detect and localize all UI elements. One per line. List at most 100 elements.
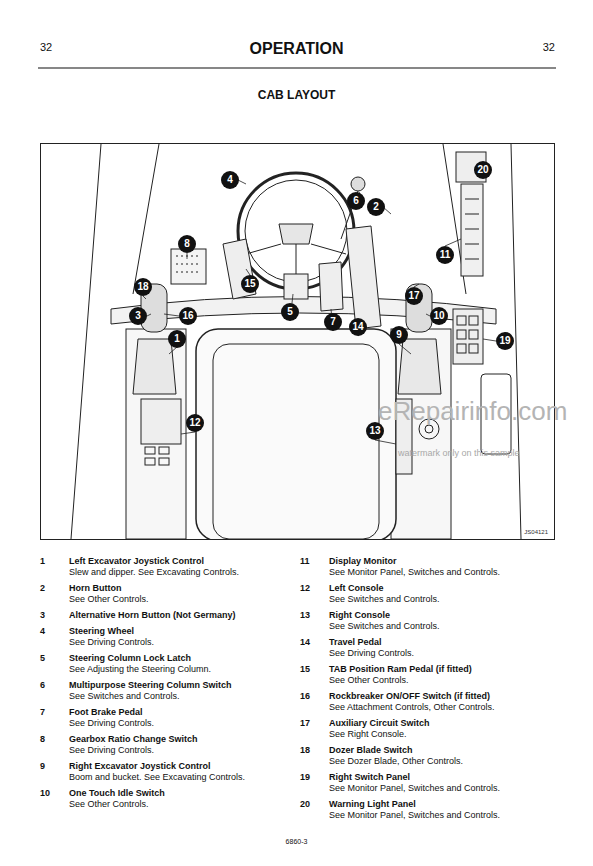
legend-item: One Touch Idle Switch [69,788,165,799]
legend-number: 10 [40,788,50,799]
callout-number: 18 [134,278,152,296]
legend-reference: See Driving Controls. [69,718,154,729]
callout-text: 17 [408,290,419,301]
legend-item: Dozer Blade Switch [329,745,413,756]
legend-item: Alternative Horn Button (Not Germany) [69,610,236,621]
callout-text: 11 [440,249,451,260]
legend-reference: See Driving Controls. [69,637,154,648]
legend-item: Rockbreaker ON/OFF Switch (if fitted) [329,691,490,702]
legend-number: 16 [300,691,310,702]
legend-item: TAB Position Ram Pedal (if fitted) [329,664,472,675]
legend-item: Foot Brake Pedal [69,707,143,718]
page-heading: OPERATION [0,40,593,58]
figure-number: JS04121 [524,529,548,535]
callout-number: 11 [436,246,454,264]
legend-number: 1 [40,556,45,567]
callout-number: 20 [474,161,492,179]
legend-item: Display Monitor [329,556,397,567]
legend-reference: See Attachment Controls, Other Controls. [329,702,495,713]
legend-number: 3 [40,610,45,621]
legend-reference: See Other Controls. [69,594,149,605]
legend-item: Right Excavator Joystick Control [69,761,211,772]
legend-item: Travel Pedal [329,637,382,648]
illustration-frame: JS041211234567891011121314151617181920 [40,143,555,540]
legend-number: 20 [300,799,310,810]
callout-text: 3 [135,310,141,321]
legend-reference: See Other Controls. [329,675,409,686]
legend-reference: See Switches and Controls. [69,691,180,702]
legend-reference: See Switches and Controls. [329,621,440,632]
callout-number: 16 [179,307,197,325]
legend-number: 15 [300,664,310,675]
callout-number: 14 [349,318,367,336]
callout-text: 15 [244,278,255,289]
legend-number: 11 [300,556,310,567]
callout-text: 4 [227,174,233,185]
legend-reference: See Driving Controls. [69,745,154,756]
callout-number: 8 [178,235,196,253]
callout-number: 3 [129,307,147,325]
legend-reference: See Dozer Blade, Other Controls. [329,756,463,767]
legend-number: 5 [40,653,45,664]
legend-reference: See Monitor Panel, Switches and Controls… [329,783,500,794]
legend-number: 9 [40,761,45,772]
legend-item: Left Console [329,583,384,594]
page-number: 32 [40,42,52,53]
footer-code: 6860-3 [286,836,308,847]
legend-reference: See Monitor Panel, Switches and Controls… [329,567,500,578]
callout-text: 12 [189,417,200,428]
callout-number: 2 [367,198,385,216]
legend-number: 7 [40,707,45,718]
callout-number: 17 [405,287,423,305]
legend-item: Warning Light Panel [329,799,416,810]
callout-number: 5 [281,303,299,321]
callout-text: 20 [477,164,488,175]
callout-number: 4 [221,171,239,189]
callout-number: 10 [430,307,448,325]
cab-illustration [41,144,554,539]
legend-item: Left Excavator Joystick Control [69,556,204,567]
callout-text: 13 [369,425,380,436]
callout-number: 6 [347,192,365,210]
section-heading: CAB LAYOUT [258,90,336,101]
legend-reference: See Other Controls. [69,799,149,810]
legend-reference: See Driving Controls. [329,648,414,659]
callout-text: 18 [137,281,148,292]
callout-text: 16 [182,310,193,321]
page-number: 32 [543,42,555,53]
legend-item: Gearbox Ratio Change Switch [69,734,198,745]
legend-number: 19 [300,772,310,783]
legend-reference: See Right Console. [329,729,407,740]
watermark-note: watermark only on this sample [398,448,520,459]
legend-item: Right Switch Panel [329,772,410,783]
legend-number: 18 [300,745,310,756]
legend-number: 6 [40,680,45,691]
legend-reference: See Monitor Panel, Switches and Controls… [329,810,500,821]
callout-text: 10 [433,310,444,321]
watermark: eRepairinfo.com [378,396,567,426]
legend-item: Horn Button [69,583,121,594]
legend-reference: Boom and bucket. See Excavating Controls… [69,772,245,783]
callout-text: 9 [396,329,402,340]
callout-number: 1 [168,330,186,348]
callout-text: 7 [330,316,336,327]
legend-number: 2 [40,583,45,594]
legend-number: 8 [40,734,45,745]
callout-number: 9 [390,326,408,344]
callout-text: 19 [499,335,510,346]
legend-reference: Slew and dipper. See Excavating Controls… [69,567,239,578]
legend-number: 17 [300,718,310,729]
legend-item: Steering Column Lock Latch [69,653,191,664]
legend-number: 4 [40,626,45,637]
callout-text: 1 [174,333,180,344]
callout-number: 7 [324,313,342,331]
legend-item: Multipurpose Steering Column Switch [69,680,232,691]
callout-text: 14 [352,321,363,332]
legend-reference: See Adjusting the Steering Column. [69,664,211,675]
callout-text: 2 [373,201,379,212]
legend-item: Right Console [329,610,390,621]
legend-reference: See Switches and Controls. [329,594,440,605]
legend-item: Auxiliary Circuit Switch [329,718,430,729]
callout-text: 5 [287,306,293,317]
legend-number: 14 [300,637,310,648]
